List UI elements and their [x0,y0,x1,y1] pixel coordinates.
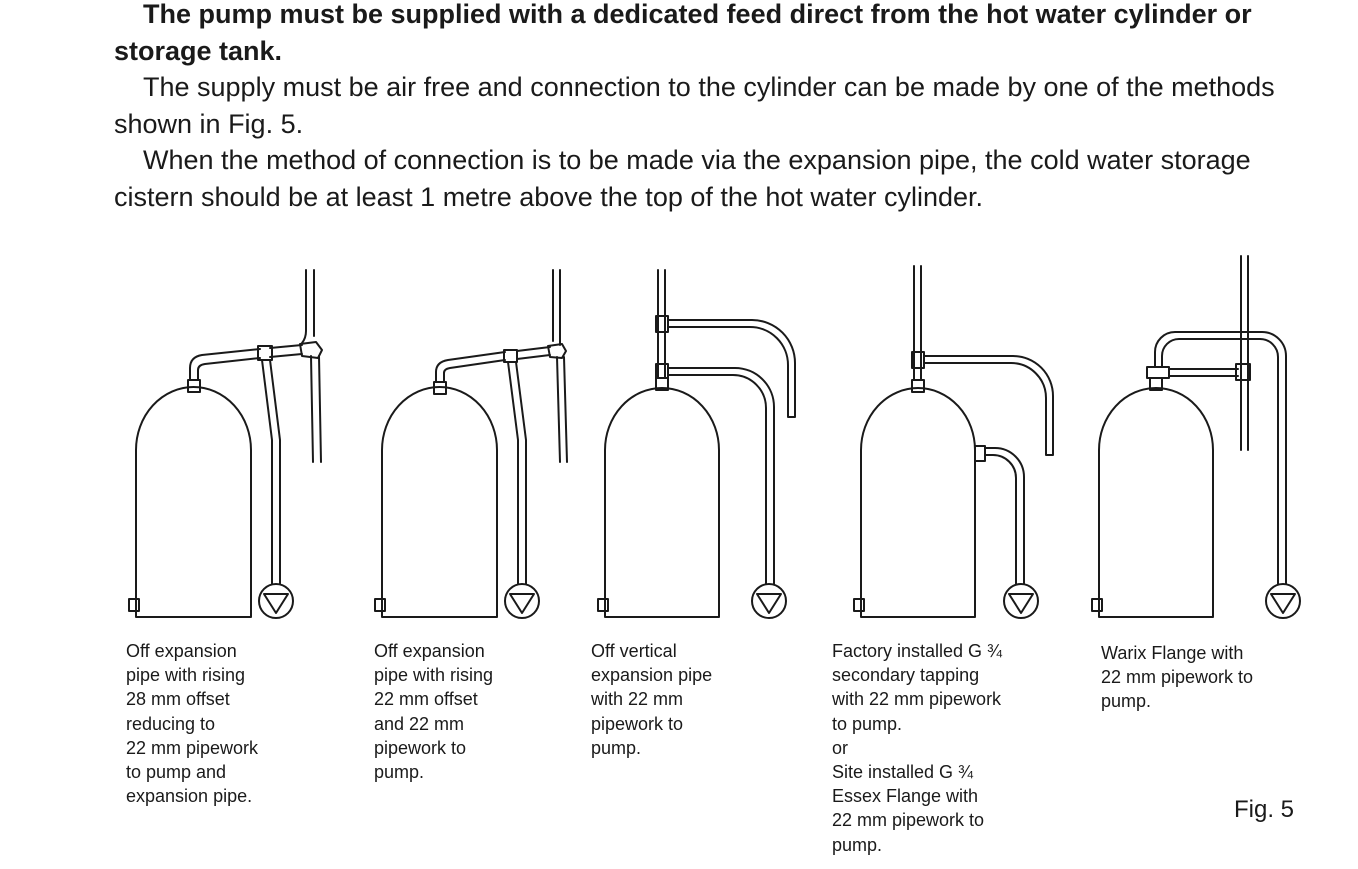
cylinder-3 [604,387,720,618]
cylinder-2 [381,386,498,618]
warix-flange [1146,366,1170,379]
diagram-3-vertical-expansion [597,269,796,619]
cylinder-5 [1098,387,1214,618]
diagram-2-expansion-22mm-offset [374,269,568,619]
intro-text: The pump must be supplied with a dedicat… [114,0,1314,215]
pump-1-icon [258,583,294,619]
drain-4 [853,598,865,612]
pump-2-icon [504,583,540,619]
cylinder-4 [860,387,976,618]
diagram-4-secondary-tapping [853,265,1054,619]
cylinder-1 [135,386,252,618]
diagram-5-warix-flange [1091,255,1301,619]
caption-3: Off vertical expansion pipe with 22 mm p… [591,641,713,758]
figure-label: Fig. 5 [1234,796,1295,823]
intro-paragraph-2: When the method of connection is to be m… [114,145,1251,212]
caption-4: Factory installed G ¾ secondary tapping … [832,641,1003,855]
pump-3-icon [751,583,787,619]
boss-4 [911,379,925,393]
intro-paragraph-1: The supply must be air free and connecti… [114,72,1275,139]
caption-5: Warix Flange with 22 mm pipework to pump… [1101,643,1254,712]
drain-2 [374,598,386,612]
drain-3 [597,598,609,612]
pump-5-icon [1265,583,1301,619]
drain-5 [1091,598,1103,612]
caption-1: Off expansion pipe with rising 28 mm off… [126,641,259,807]
boss-1 [187,379,201,393]
boss-2 [433,381,447,395]
caption-2: Off expansion pipe with rising 22 mm off… [374,641,494,783]
secondary-tapping [974,445,986,462]
drain-1 [128,598,140,612]
diagram-1-expansion-28mm-offset [128,269,323,619]
pump-4-icon [1003,583,1039,619]
intro-bold-paragraph: The pump must be supplied with a dedicat… [114,0,1252,66]
